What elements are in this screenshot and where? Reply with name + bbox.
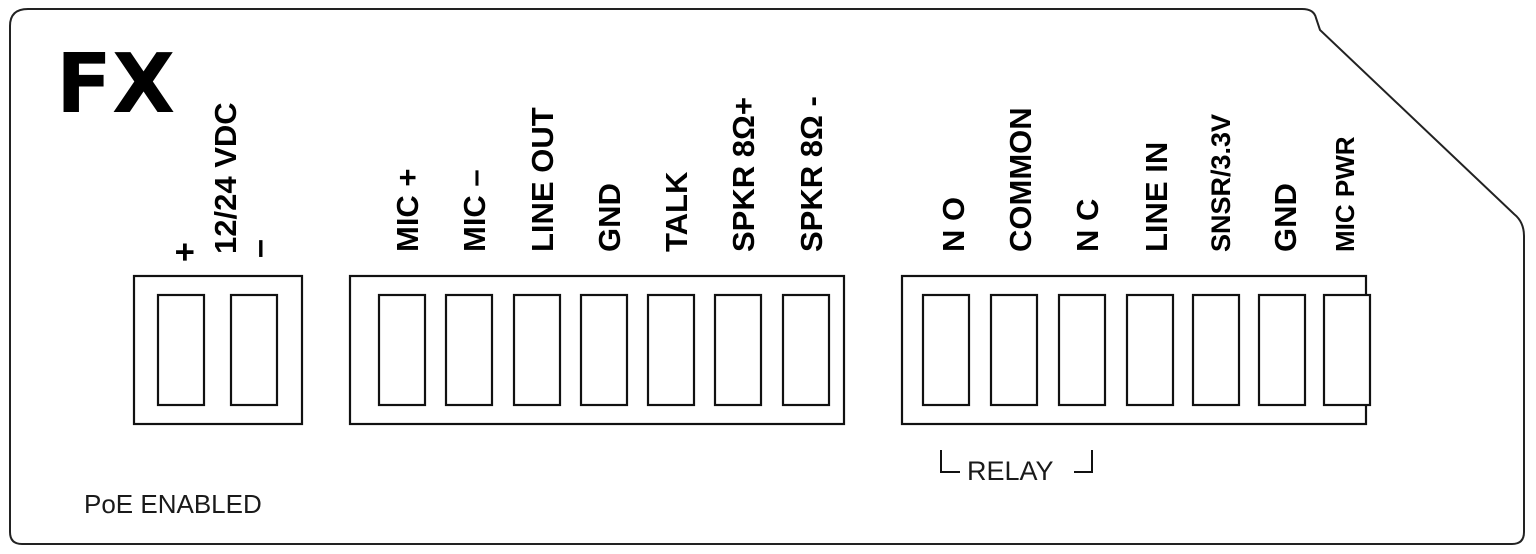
label-mic-pwr: MIC PWR [1330,136,1360,252]
label-spkr-minus: SPKR 8Ω - [794,96,829,252]
relay-bracket-left [940,450,960,473]
audio-terminal-block: MIC + MIC – LINE OUT GND TALK SPKR 8Ω+ S… [348,96,846,426]
terminal-no[interactable] [921,293,971,407]
label-nc: N C [1070,199,1105,252]
label-no: N O [936,197,971,252]
label-mic-plus: MIC + [390,168,425,252]
label-gnd-2: GND [1268,183,1303,252]
label-mic-minus: MIC – [457,169,492,252]
label-snsr: SNSR/3.3V [1206,114,1236,252]
panel-outline [9,8,1525,545]
label-talk: TALK [659,171,694,252]
power-terminal-plus[interactable] [156,293,206,407]
terminal-talk[interactable] [646,293,696,407]
terminal-mic-minus[interactable] [444,293,494,407]
label-spkr-plus: SPKR 8Ω+ [726,97,761,252]
relay-bracket-right [1074,450,1093,473]
terminal-nc[interactable] [1057,293,1107,407]
terminal-mic-plus[interactable] [377,293,427,407]
relay-caption: RELAY [967,456,1054,486]
terminal-snsr[interactable] [1191,293,1241,407]
label-line-out: LINE OUT [525,107,560,252]
terminal-gnd[interactable] [579,293,629,407]
power-voltage-label: 12/24 VDC [208,102,243,254]
terminal-line-out[interactable] [512,293,562,407]
terminal-gnd-2[interactable] [1257,293,1307,407]
brand-logo-text: FX [56,37,175,132]
io-terminal-block: N O COMMON N C LINE IN SNSR/3.3V GND MIC… [900,107,1372,426]
label-line-in: LINE IN [1139,142,1174,252]
terminal-spkr-minus[interactable] [781,293,831,407]
relay-bracket: RELAY [940,450,1093,486]
poe-enabled-note: PoE ENABLED [84,489,262,519]
power-minus-label: – [240,239,278,258]
label-gnd: GND [592,183,627,252]
terminal-spkr-plus[interactable] [713,293,763,407]
label-common: COMMON [1003,107,1038,252]
terminal-common[interactable] [989,293,1039,407]
terminal-line-in[interactable] [1125,293,1175,407]
power-terminal-block: + 12/24 VDC – [132,102,304,426]
terminal-mic-pwr[interactable] [1322,293,1372,407]
power-plus-label: + [166,242,204,262]
power-terminal-minus[interactable] [229,293,279,407]
